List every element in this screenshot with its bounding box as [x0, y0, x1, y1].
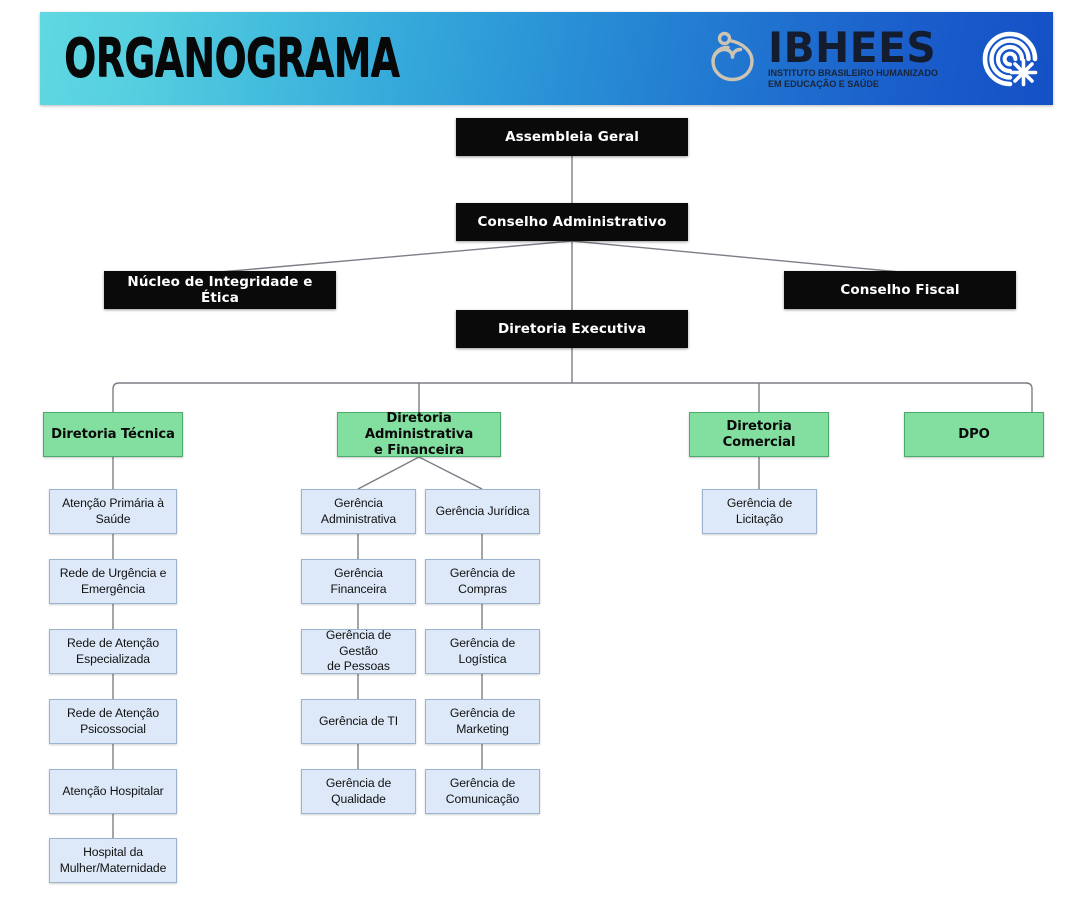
node-gerencia-logistica[interactable]: Gerência de Logística — [425, 629, 540, 674]
node-label-line2: Marketing — [456, 721, 509, 736]
node-label-line2: Logística — [458, 651, 507, 666]
ibhees-logo: IBHEES INSTITUTO BRASILEIRO HUMANIZADO E… — [702, 26, 941, 92]
node-label: DPO — [958, 426, 990, 442]
logo-subtitle-line2: EM EDUCAÇÃO E SAÚDE — [767, 79, 879, 89]
header-banner: ORGANOGRAMA IBHEES INSTITUTO BRASILEIRO … — [40, 12, 1053, 105]
node-label-line1: Rede de Urgência e — [59, 566, 167, 580]
node-label-line1: Gerência de Gestão — [325, 628, 392, 658]
node-label: Núcleo de Integridade e Ética — [127, 274, 313, 306]
node-rede-atencao-especializada[interactable]: Rede de Atenção Especializada — [49, 629, 177, 674]
node-label: Gerência Jurídica — [435, 503, 530, 518]
node-label: Diretoria Comercial — [722, 418, 796, 450]
node-label-line2: Saúde — [95, 511, 131, 526]
node-gerencia-marketing[interactable]: Gerência de Marketing — [425, 699, 540, 744]
node-label-line1: Atenção Primária à — [62, 496, 164, 510]
node-label-line1: Rede de Atenção — [66, 636, 159, 650]
node-assembleia-geral[interactable]: Assembleia Geral — [456, 118, 688, 156]
node-label-line2: Compras — [458, 581, 507, 596]
node-label: Diretoria Técnica — [51, 426, 175, 442]
logo-wordmark: IBHEES — [767, 22, 936, 72]
node-label-line1: Gerência de — [449, 566, 516, 580]
node-label-line1: Gerência de — [726, 496, 793, 510]
node-label: Gerência de TI — [319, 713, 398, 728]
node-label-line2: Psicossocial — [80, 721, 146, 736]
node-atencao-hospitalar[interactable]: Atenção Hospitalar — [49, 769, 177, 814]
page-title: ORGANOGRAMA — [64, 27, 400, 90]
node-label-line2: Administrativa — [320, 511, 397, 526]
node-label-line2: Especializada — [76, 651, 150, 666]
node-label-line1: Gerência de — [325, 776, 392, 790]
node-rede-atencao-psicossocial[interactable]: Rede de Atenção Psicossocial — [49, 699, 177, 744]
node-label-line1: Rede de Atenção — [66, 706, 159, 720]
node-conselho-fiscal[interactable]: Conselho Fiscal — [784, 271, 1016, 309]
node-nucleo-integridade-etica[interactable]: Núcleo de Integridade e Ética — [104, 271, 336, 309]
node-label-line1: Hospital da — [83, 845, 143, 859]
node-gerencia-financeira[interactable]: Gerência Financeira — [301, 559, 416, 604]
node-label-line2: Mulher/Maternidade — [59, 860, 167, 875]
node-gerencia-compras[interactable]: Gerência de Compras — [425, 559, 540, 604]
node-dpo[interactable]: DPO — [904, 412, 1044, 457]
node-diretoria-comercial[interactable]: Diretoria Comercial — [689, 412, 829, 457]
node-label-line2: Comunicação — [445, 791, 520, 806]
logo-text-block: IBHEES INSTITUTO BRASILEIRO HUMANIZADO E… — [767, 22, 941, 91]
node-label-line2: Licitação — [735, 511, 784, 526]
node-label-line1: Gerência de — [449, 636, 516, 650]
node-gerencia-gestao-pessoas[interactable]: Gerência de Gestão de Pessoas — [301, 628, 416, 674]
node-rede-urgencia-emergencia[interactable]: Rede de Urgência e Emergência — [49, 559, 177, 604]
node-diretoria-executiva[interactable]: Diretoria Executiva — [456, 310, 688, 348]
node-label-line1: Gerência de — [449, 706, 516, 720]
logo-subtitle-line1: INSTITUTO BRASILEIRO HUMANIZADO — [767, 67, 938, 78]
node-label-line2: Emergência — [80, 581, 146, 596]
node-label-line1: Diretoria Administrativa — [364, 410, 474, 442]
node-gerencia-administrativa[interactable]: Gerência Administrativa — [301, 489, 416, 534]
node-label: Diretoria Executiva — [497, 321, 647, 337]
node-gerencia-comunicacao[interactable]: Gerência de Comunicação — [425, 769, 540, 814]
heart-stethoscope-icon — [702, 29, 762, 89]
node-label: Assembleia Geral — [505, 129, 639, 145]
node-gerencia-qualidade[interactable]: Gerência de Qualidade — [301, 769, 416, 814]
node-diretoria-administrativa-financeira[interactable]: Diretoria Administrativa e Financeira — [337, 410, 501, 458]
node-label-line2: Qualidade — [331, 791, 386, 806]
node-gerencia-juridica[interactable]: Gerência Jurídica — [425, 489, 540, 534]
node-label-line2: de Pessoas — [327, 659, 390, 674]
node-label: Conselho Administrativo — [477, 214, 667, 230]
node-gerencia-ti[interactable]: Gerência de TI — [301, 699, 416, 744]
node-label-line2: Financeira — [330, 581, 387, 596]
node-label-line1: Gerência de — [449, 776, 516, 790]
node-label-line1: Gerência — [334, 566, 383, 580]
fingerprint-asterisk-icon — [977, 26, 1043, 92]
node-label: Conselho Fiscal — [840, 282, 960, 298]
node-diretoria-tecnica[interactable]: Diretoria Técnica — [43, 412, 183, 457]
node-label-line2: e Financeira — [373, 442, 465, 458]
node-atencao-primaria-saude[interactable]: Atenção Primária à Saúde — [49, 489, 177, 534]
node-gerencia-licitacao[interactable]: Gerência de Licitação — [702, 489, 817, 534]
node-conselho-administrativo[interactable]: Conselho Administrativo — [456, 203, 688, 241]
node-hospital-mulher-maternidade[interactable]: Hospital da Mulher/Maternidade — [49, 838, 177, 883]
node-label: Atenção Hospitalar — [62, 783, 164, 798]
node-label-line1: Gerência — [334, 496, 383, 510]
